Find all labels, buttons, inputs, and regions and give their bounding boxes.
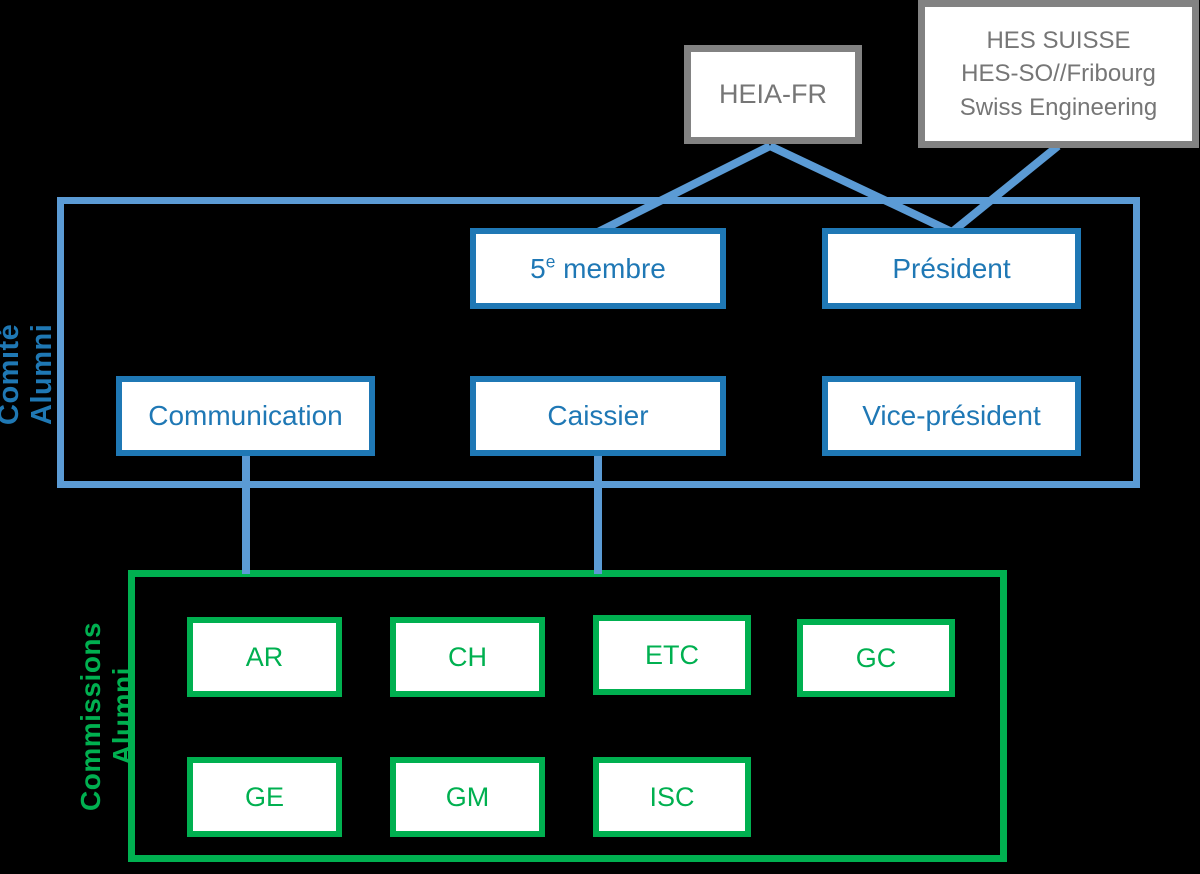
node-caissier-label: Caissier <box>547 400 649 431</box>
node-president: Président <box>822 228 1081 309</box>
node-vice-president-label: Vice-président <box>862 400 1041 431</box>
node-commission-ch-label: CH <box>448 641 487 672</box>
node-5e-membre: 5e membre <box>470 228 726 309</box>
node-hes-line-3: Swiss Engineering <box>959 93 1158 121</box>
node-caissier: Caissier <box>470 376 726 456</box>
node-hes-suisse: HES SUISSE HES-SO//Fribourg Swiss Engine… <box>918 0 1199 148</box>
node-commission-ge: GE <box>187 757 342 837</box>
commissions-alumni-label: Commissions Alumni <box>75 621 138 811</box>
node-hes-line-1: HES SUISSE <box>986 27 1131 55</box>
node-hes-line-2: HES-SO//Fribourg <box>961 60 1156 88</box>
node-commission-gm: GM <box>390 757 545 837</box>
node-commission-ge-label: GE <box>244 781 284 812</box>
node-commission-gc: GC <box>797 619 955 697</box>
node-commission-ch: CH <box>390 617 545 697</box>
node-commission-ar: AR <box>187 617 342 697</box>
node-commission-gm-label: GM <box>445 781 490 812</box>
connector-hes-to-president <box>949 142 1061 236</box>
node-commission-etc: ETC <box>593 615 751 695</box>
node-5e-membre-label: 5e membre <box>530 251 666 284</box>
node-commission-gc-label: GC <box>855 642 897 673</box>
comite-alumni-label: Comité Alumni <box>0 323 58 425</box>
node-communication-label: Communication <box>148 400 343 431</box>
node-communication: Communication <box>116 376 375 456</box>
node-president-label: Président <box>892 252 1011 284</box>
commissions-alumni-region <box>128 570 1007 862</box>
superscript-e: e <box>545 251 556 272</box>
node-commission-isc-label: ISC <box>649 781 695 812</box>
node-commission-isc: ISC <box>593 757 751 837</box>
node-vice-president: Vice-président <box>822 376 1081 456</box>
node-commission-etc-label: ETC <box>645 639 699 670</box>
node-heia-fr-label: HEIA-FR <box>719 79 827 109</box>
node-commission-ar-label: AR <box>245 641 284 672</box>
connector-heia-to-president <box>768 142 954 236</box>
node-heia-fr: HEIA-FR <box>684 45 862 144</box>
connector-heia-to-5e-membre <box>596 142 772 236</box>
